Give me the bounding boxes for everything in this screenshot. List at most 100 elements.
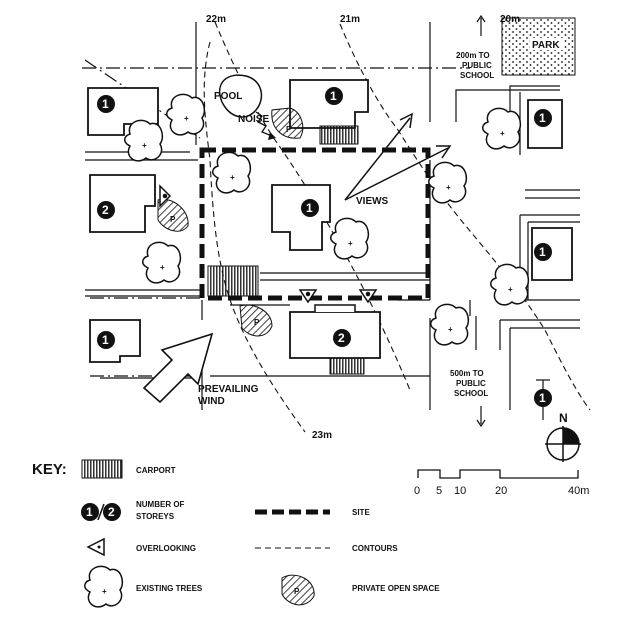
svg-text:+: + — [348, 239, 353, 248]
tree: + — [166, 93, 206, 136]
storey-marker: 1 — [534, 109, 552, 127]
legend: KEY: CARPORT 1 2 NUMBER OF STOREYS SITE … — [32, 459, 440, 608]
overlooking-markers — [159, 184, 378, 304]
overlooking-left — [159, 184, 172, 208]
storey-marker: 2 — [333, 329, 351, 347]
tree: + — [124, 119, 164, 162]
svg-text:P: P — [294, 587, 300, 596]
svg-text:+: + — [508, 285, 513, 294]
scale-tick-40m: 40m — [568, 485, 589, 497]
key-trees-label: EXISTING TREES — [136, 584, 203, 593]
private-open-space-top: P — [271, 107, 304, 139]
carport-top-center — [319, 125, 359, 145]
svg-text:+: + — [446, 183, 451, 192]
key-private-open-space-symbol: P — [281, 574, 315, 606]
svg-text:1: 1 — [86, 505, 93, 519]
storey-marker: 2 — [97, 201, 115, 219]
private-open-space-south: P — [239, 304, 273, 337]
svg-text:+: + — [142, 141, 147, 150]
north-label: N — [559, 411, 568, 425]
svg-text:2: 2 — [108, 505, 115, 519]
svg-text:1: 1 — [102, 97, 109, 111]
storey-marker: 1 — [301, 199, 319, 217]
views-arrows — [344, 112, 452, 201]
school-north-line2: PUBLIC — [462, 61, 492, 70]
noise-label: NOISE — [238, 114, 269, 125]
storey-marker: 1 — [97, 331, 115, 349]
noise-squiggle — [255, 111, 273, 137]
storey-markers: 1 2 1 1 1 2 1 1 1 — [97, 87, 552, 407]
contour-label-22m: 22m — [206, 14, 226, 25]
svg-text:+: + — [102, 587, 107, 596]
private-open-space-left: P — [157, 198, 189, 232]
contour-lines — [203, 21, 591, 433]
svg-text:1: 1 — [539, 245, 546, 259]
svg-text:1: 1 — [539, 111, 546, 125]
wind-label-line2: WIND — [198, 396, 225, 407]
park: PARK — [501, 17, 576, 76]
roads-and-boundaries — [85, 22, 580, 410]
school-south-line1: 500m TO — [450, 369, 484, 378]
svg-text:+: + — [184, 114, 189, 123]
svg-text:2: 2 — [338, 331, 345, 345]
storey-marker: 1 — [97, 95, 115, 113]
school-south-line3: SCHOOL — [454, 389, 488, 398]
scale-tick-5: 5 — [436, 485, 442, 497]
tree: + — [330, 217, 370, 260]
private-open-spaces: P P P — [157, 107, 304, 337]
tree: + — [430, 303, 470, 346]
arrow-to-north-school — [476, 14, 486, 36]
contour-21m — [339, 23, 591, 411]
key-title: KEY: — [32, 461, 67, 478]
carports — [207, 125, 365, 375]
carport-south — [329, 357, 365, 375]
pool: POOL — [214, 74, 263, 118]
scale-tick-20: 20 — [495, 485, 507, 497]
park-label: PARK — [532, 40, 560, 51]
building-left-bottom — [89, 319, 141, 363]
contour-label-21m: 21m — [340, 14, 360, 25]
svg-text:2: 2 — [102, 203, 109, 217]
svg-text:1: 1 — [306, 201, 313, 215]
pos-mark: P — [170, 215, 176, 224]
wind-arrow — [142, 332, 214, 404]
key-carport-label: CARPORT — [136, 466, 176, 475]
key-private-open-space-label: PRIVATE OPEN SPACE — [352, 584, 440, 593]
key-site-label: SITE — [352, 508, 370, 517]
svg-text:1: 1 — [539, 391, 546, 405]
scale-bar: 0 5 10 20 40m — [414, 469, 589, 497]
school-north-line3: SCHOOL — [460, 71, 494, 80]
svg-text:+: + — [160, 263, 165, 272]
svg-text:1: 1 — [330, 89, 337, 103]
key-contours-label: CONTOURS — [352, 544, 398, 553]
tree: + — [490, 263, 530, 306]
overlooking-south-1 — [298, 289, 318, 304]
pool-label: POOL — [214, 91, 242, 102]
pos-mark: P — [254, 318, 260, 327]
school-south-line2: PUBLIC — [456, 379, 486, 388]
tree: + — [428, 161, 468, 204]
scale-tick-0: 0 — [414, 485, 420, 497]
svg-text:+: + — [500, 129, 505, 138]
storey-marker: 1 — [325, 87, 343, 105]
storey-marker: 1 — [534, 243, 552, 261]
tree: + — [142, 241, 182, 284]
key-overlooking-symbol — [86, 537, 105, 557]
existing-trees: + + + + + + + + — [124, 93, 530, 346]
scale-tick-10: 10 — [454, 485, 466, 497]
key-storeys-symbol: 1 2 — [81, 503, 121, 521]
svg-text:+: + — [230, 173, 235, 182]
key-storeys-line1: NUMBER OF — [136, 500, 185, 509]
building-right-middle — [531, 227, 573, 281]
key-carport-swatch — [81, 459, 123, 479]
school-north-line1: 200m TO — [456, 51, 490, 60]
arrow-to-south-school — [476, 406, 486, 428]
views-label: VIEWS — [356, 196, 389, 207]
svg-text:+: + — [448, 325, 453, 334]
tree: + — [482, 107, 522, 150]
storey-marker: 1 — [534, 389, 552, 407]
overlooking-south-2 — [358, 289, 378, 304]
building-left-middle — [89, 174, 156, 233]
north-point: N — [545, 411, 581, 462]
